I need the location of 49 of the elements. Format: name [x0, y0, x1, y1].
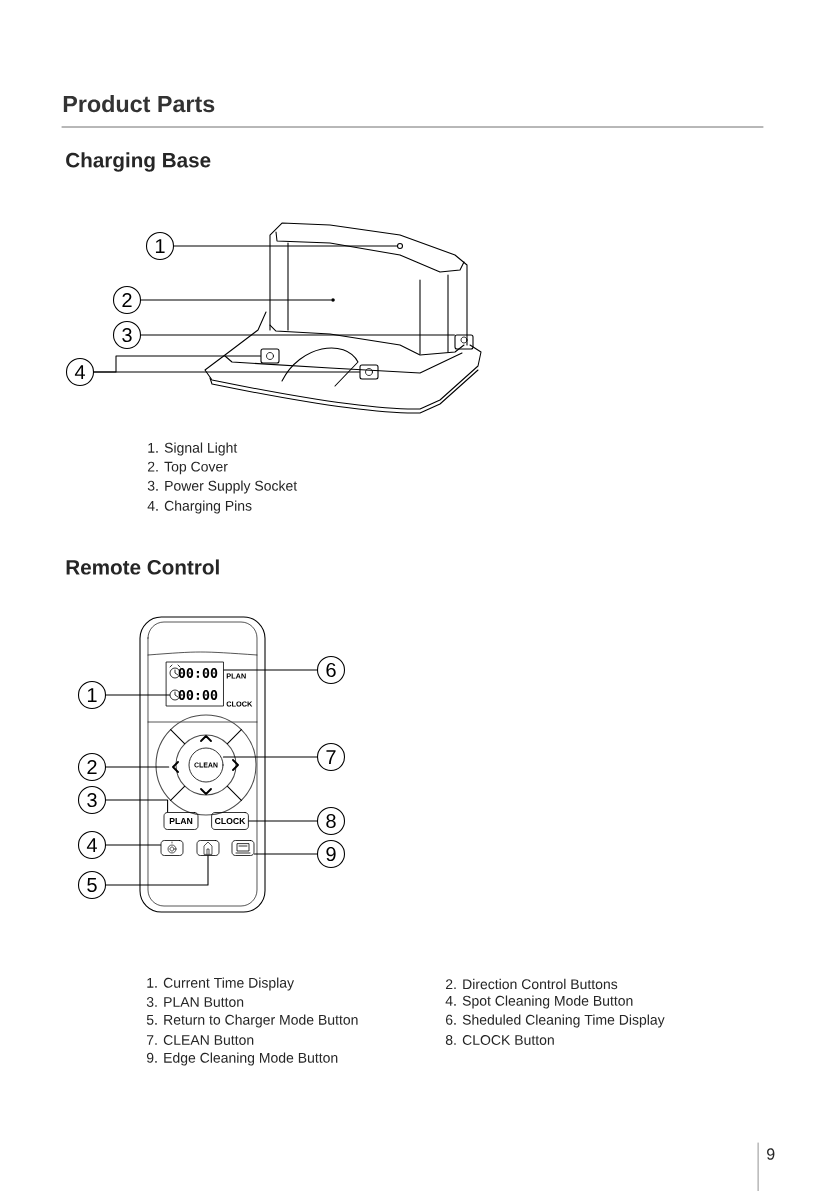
leader-line [222, 756, 318, 758]
leader-line [105, 799, 169, 813]
top-cover-point [331, 298, 335, 302]
callout-number: 2 [77, 752, 107, 782]
callout-number: 6 [316, 655, 346, 685]
section-heading: Charging Base [66, 152, 211, 172]
remote-button: CLOCK [211, 812, 249, 830]
leader-line [253, 853, 318, 855]
callout-number: 2 [112, 285, 142, 315]
leader-line [105, 844, 162, 846]
list-item: 7. CLEAN Button [147, 1035, 254, 1045]
callout-number: 3 [77, 785, 107, 815]
leader-line [223, 669, 318, 671]
callout-number: 4 [77, 830, 107, 860]
callout-number: 3 [112, 320, 142, 350]
lcd-display: 00:00 00:00 [166, 661, 224, 707]
list-item: 2. Direction Control Buttons [446, 978, 618, 990]
page-number: 9 [767, 1148, 775, 1160]
callout-number: 8 [316, 806, 346, 836]
callout-number: 1 [145, 231, 175, 261]
list-item: 4. Spot Cleaning Mode Button [445, 995, 633, 1009]
list-item: 9. Edge Cleaning Mode Button [146, 1052, 338, 1066]
list-item: 8. CLOCK Button [445, 1035, 554, 1045]
callout-number: 7 [316, 742, 346, 772]
chevron-icon [172, 761, 179, 773]
list-item: 3. PLAN Button [146, 997, 244, 1007]
remote-button: PLAN [163, 812, 199, 830]
list-item: 1. Current Time Display [147, 977, 294, 991]
list-item: 3. Power Supply Socket [147, 480, 298, 494]
list-item: 6. Sheduled Cleaning Time Display [446, 1014, 665, 1028]
list-item: 4. Charging Pins [147, 500, 252, 514]
leader-line [140, 334, 455, 336]
callout-number: 5 [77, 870, 107, 900]
list-item: 5. Return to Charger Mode Button [146, 1014, 358, 1028]
page-title: Product Parts [63, 95, 215, 113]
leader-line [173, 245, 398, 247]
leader-line [105, 766, 170, 768]
signal-light [396, 242, 404, 250]
callout-number: 1 [77, 680, 107, 710]
leader-line [105, 694, 171, 696]
list-item: 1. Signal Light [148, 442, 238, 456]
leader-line [93, 371, 360, 373]
leader-line [248, 820, 318, 822]
leader-line [140, 299, 332, 301]
list-item: 2. Top Cover [148, 461, 228, 475]
leader-line [105, 855, 209, 886]
callout-number: 9 [316, 839, 346, 869]
section-heading: Remote Control [66, 559, 219, 575]
callout-number: 4 [65, 357, 95, 387]
